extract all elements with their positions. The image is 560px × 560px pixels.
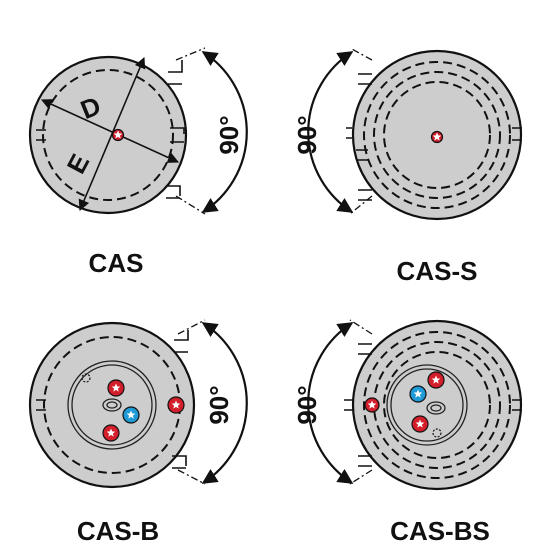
cas-bs-top-notch — [358, 343, 372, 355]
cas-bs-dashed-ring-inner — [383, 351, 491, 459]
cas-b-body — [28, 321, 196, 489]
cas-bs-angle-leader-bottom — [349, 469, 373, 485]
cas-dimension-e-line — [40, 99, 180, 163]
cas-bs-diagram: 90° — [292, 319, 523, 491]
cas-body — [28, 55, 188, 215]
cas-s-top-notch — [358, 73, 372, 85]
cas-b-inner-ring-outer — [67, 360, 157, 450]
cas-angle-arc — [201, 51, 248, 213]
cas-bs-right-notch — [512, 399, 522, 411]
cas-bs-center-hub-inner — [430, 404, 442, 412]
cas-s-dashed-ring-outer — [363, 61, 511, 209]
cas-s-angle-leader-top — [349, 47, 373, 61]
cas-bs-dashed-ring-outer — [363, 331, 511, 479]
cas-s-bottom-notch — [358, 189, 372, 201]
cas-angle-leader-top — [175, 47, 206, 61]
cas-angle-label: 90° — [214, 115, 244, 154]
cas-s-dashed-ring-inner — [383, 81, 491, 189]
cas-s-dashed-ring-middle — [373, 71, 501, 199]
cas-s-angle-leader-bottom — [349, 195, 373, 215]
cas-b-left-notch — [36, 399, 46, 411]
cas-b-inner-ring-inner — [71, 364, 153, 446]
cas-b-angle-arc — [201, 322, 248, 484]
cas-bs-angle-leader-top — [349, 319, 373, 335]
cas-diagram: D E 90° — [28, 47, 248, 215]
cas-s-angle-label: 90° — [292, 115, 322, 154]
cas-bs-bottom-notch — [358, 455, 372, 467]
cas-b-caption: CAS-B — [76, 516, 160, 546]
cas-b-bottom-notch — [172, 455, 187, 469]
cas-b-angle-leader-top — [177, 319, 206, 335]
cas-bs-inner-ring-outer — [386, 364, 468, 446]
cas-bottom-notch — [166, 185, 181, 199]
cas-b-angle-leader-bottom — [177, 469, 206, 485]
cas-b-center-hub-inner — [106, 401, 118, 409]
cas-b-empty-port — [81, 373, 91, 383]
cas-bs-empty-port — [432, 428, 442, 438]
cas-s-right-notch — [512, 127, 522, 141]
cas-bs-angle-arc — [307, 322, 354, 484]
cas-b-top-notch — [174, 330, 189, 353]
cas-b-center-hub-outer — [102, 398, 122, 412]
cas-bs-angle-label: 90° — [292, 385, 322, 424]
cas-b-diagram: 90° — [28, 319, 248, 489]
cas-b-angle-label: 90° — [204, 385, 234, 424]
cas-s-angle-arc — [307, 51, 354, 213]
cas-angle-leader-bottom — [175, 195, 206, 215]
cas-caption: CAS — [88, 248, 144, 278]
cas-s-caption: CAS-S — [396, 256, 478, 286]
cas-bs-inner-ring-inner — [390, 368, 464, 442]
cas-top-notch — [168, 60, 183, 85]
cas-bs-caption: CAS-BS — [390, 516, 490, 546]
cas-bs-center-hub-outer — [426, 401, 446, 415]
cas-s-diagram: 90° — [292, 47, 523, 221]
